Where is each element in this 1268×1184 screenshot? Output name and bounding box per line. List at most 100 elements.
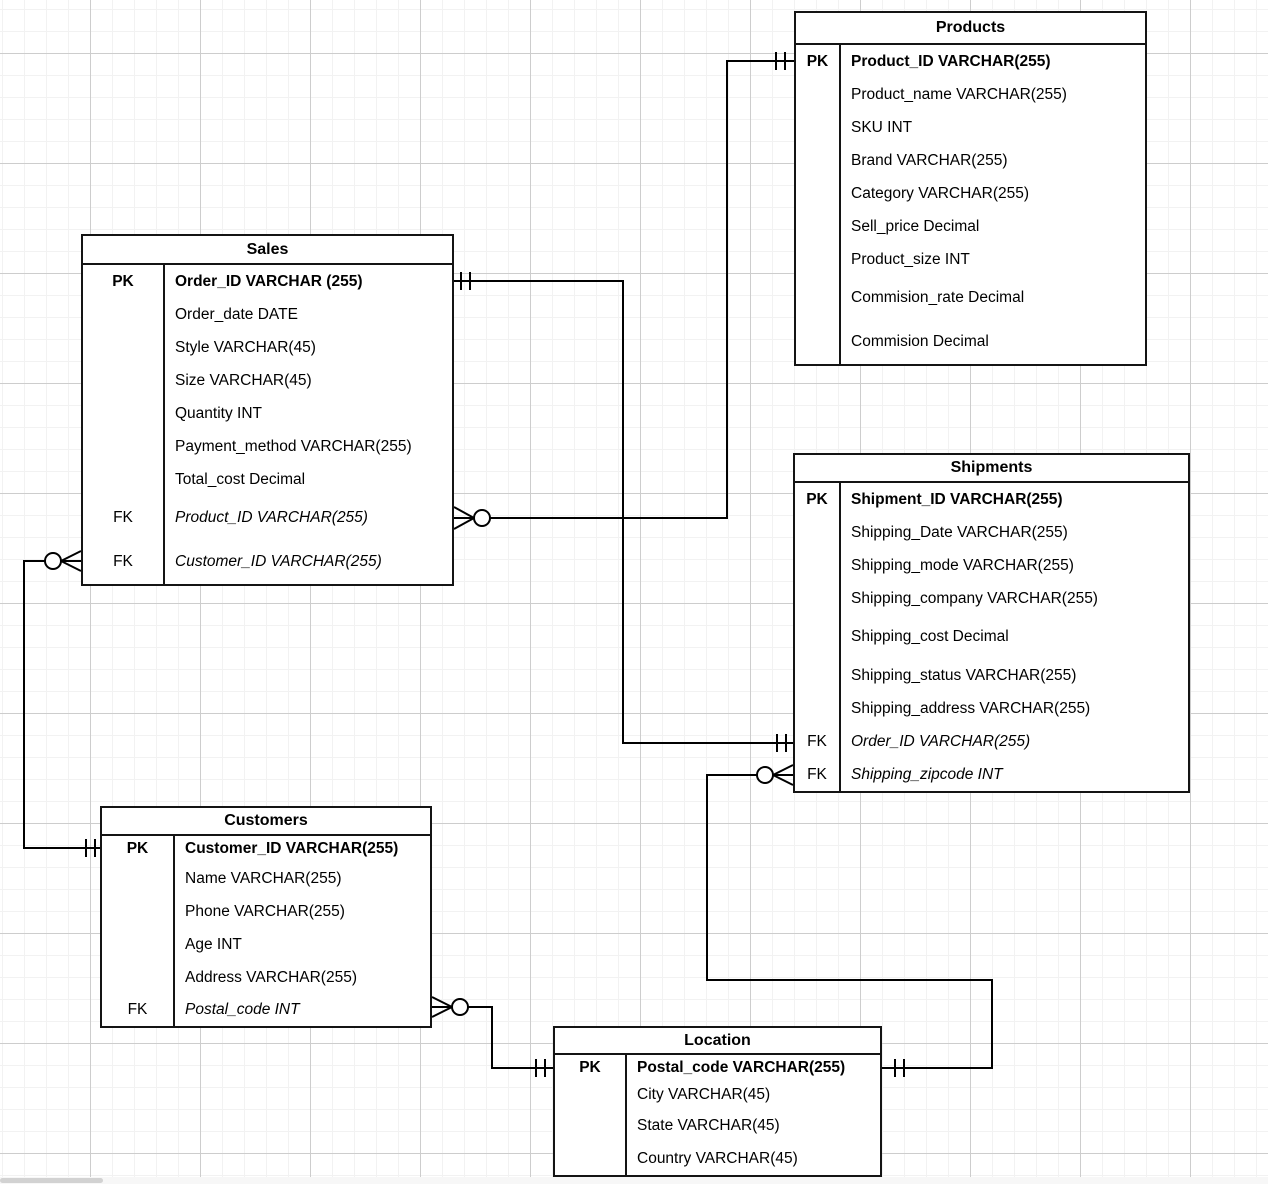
row-key: FK <box>83 496 165 540</box>
row-key <box>555 1142 627 1175</box>
table-row: Shipping_address VARCHAR(255) <box>795 692 1188 725</box>
table-row: Phone VARCHAR(255) <box>102 895 430 928</box>
row-key <box>83 397 165 430</box>
connector-sales-customers[interactable] <box>23 550 100 857</box>
row-key <box>102 895 175 928</box>
table-row: Style VARCHAR(45) <box>83 331 452 364</box>
row-field: Shipping_Date VARCHAR(255) <box>851 523 1068 541</box>
row-field: Sell_price Decimal <box>851 217 980 235</box>
row-field: Shipping_cost Decimal <box>851 628 1009 645</box>
table-row: FK Customer_ID VARCHAR(255) <box>83 540 452 584</box>
table-row: Address VARCHAR(255) <box>102 961 430 994</box>
table-row: PK Customer_ID VARCHAR(255) <box>102 836 430 862</box>
table-row: Total_cost Decimal <box>83 463 452 496</box>
table-row: Age INT <box>102 928 430 961</box>
table-row: FK Product_ID VARCHAR(255) <box>83 496 452 540</box>
table-row: Commision Decimal <box>796 320 1145 364</box>
row-field: Order_date DATE <box>175 305 298 323</box>
cardinality-one-icon <box>776 734 787 752</box>
row-key <box>795 549 841 582</box>
row-key <box>83 331 165 364</box>
row-field: Shipping_company VARCHAR(255) <box>851 589 1098 607</box>
row-key <box>796 177 841 210</box>
table-shipments[interactable]: Shipments PK Shipment_ID VARCHAR(255) Shi… <box>793 453 1190 793</box>
table-row: Name VARCHAR(255) <box>102 862 430 895</box>
cardinality-zero-or-many-icon <box>431 996 469 1018</box>
horizontal-scrollbar-thumb[interactable] <box>0 1178 103 1183</box>
row-field: Age INT <box>185 935 242 953</box>
cardinality-one-icon <box>85 839 96 857</box>
row-field: Product_ID VARCHAR(255) <box>175 509 368 526</box>
row-field: Postal_code INT <box>185 1001 300 1018</box>
row-field: Customer_ID VARCHAR(255) <box>175 553 382 570</box>
table-row: FK Postal_code INT <box>102 994 430 1026</box>
row-key <box>796 111 841 144</box>
table-row: PK Shipment_ID VARCHAR(255) <box>795 483 1188 516</box>
row-key <box>102 862 175 895</box>
table-row: Product_name VARCHAR(255) <box>796 78 1145 111</box>
table-row: Commision_rate Decimal <box>796 276 1145 320</box>
connector-sales-products[interactable] <box>453 52 794 530</box>
row-field: Shipping_address VARCHAR(255) <box>851 699 1091 717</box>
row-key <box>796 78 841 111</box>
row-field: Product_size INT <box>851 250 970 268</box>
row-field: Brand VARCHAR(255) <box>851 151 1008 169</box>
table-title: Customers <box>102 808 430 836</box>
table-title: Location <box>555 1028 880 1055</box>
table-row: Product_size INT <box>796 243 1145 276</box>
table-row: Sell_price Decimal <box>796 210 1145 243</box>
row-field: Commision Decimal <box>851 333 989 350</box>
row-field: Product_name VARCHAR(255) <box>851 85 1067 103</box>
connector-customers-location[interactable] <box>431 996 553 1077</box>
cardinality-zero-or-many-icon <box>44 550 82 572</box>
row-field: Size VARCHAR(45) <box>175 371 312 389</box>
table-row: Payment_method VARCHAR(255) <box>83 430 452 463</box>
row-field: Total_cost Decimal <box>175 470 306 488</box>
row-field: Quantity INT <box>175 404 262 422</box>
row-field: Address VARCHAR(255) <box>185 968 357 986</box>
row-key: PK <box>102 836 175 862</box>
row-key <box>796 243 841 276</box>
table-row: Shipping_status VARCHAR(255) <box>795 659 1188 692</box>
table-title: Shipments <box>795 455 1188 483</box>
row-key: FK <box>102 994 175 1026</box>
row-field: Phone VARCHAR(255) <box>185 902 345 920</box>
row-field: Style VARCHAR(45) <box>175 338 316 356</box>
cardinality-zero-or-many-icon <box>453 506 491 530</box>
connector-sales-shipments[interactable] <box>454 272 793 752</box>
row-key <box>555 1109 627 1142</box>
table-row: Order_date DATE <box>83 298 452 331</box>
row-field: Order_ID VARCHAR (255) <box>175 272 363 290</box>
table-row: Brand VARCHAR(255) <box>796 144 1145 177</box>
row-key <box>102 961 175 994</box>
row-key: PK <box>795 483 841 516</box>
row-key: FK <box>83 540 165 584</box>
row-field: Category VARCHAR(255) <box>851 184 1030 202</box>
row-field: Customer_ID VARCHAR(255) <box>185 840 399 857</box>
row-key <box>102 928 175 961</box>
horizontal-scrollbar[interactable] <box>0 1177 1268 1184</box>
row-key: FK <box>795 725 841 758</box>
connector-location-shipments[interactable] <box>706 764 993 1077</box>
row-key <box>795 615 841 659</box>
row-key <box>796 320 841 364</box>
cardinality-one-icon <box>894 1059 905 1077</box>
row-key: PK <box>796 45 841 78</box>
table-row: State VARCHAR(45) <box>555 1109 880 1142</box>
table-customers[interactable]: Customers PK Customer_ID VARCHAR(255) Nam… <box>100 806 432 1028</box>
table-title: Sales <box>83 236 452 265</box>
row-key <box>83 298 165 331</box>
row-field: Shipment_ID VARCHAR(255) <box>851 490 1063 508</box>
row-key <box>796 210 841 243</box>
cardinality-zero-or-many-icon <box>756 764 794 786</box>
row-field: Shipping_mode VARCHAR(255) <box>851 556 1074 574</box>
row-key <box>795 516 841 549</box>
